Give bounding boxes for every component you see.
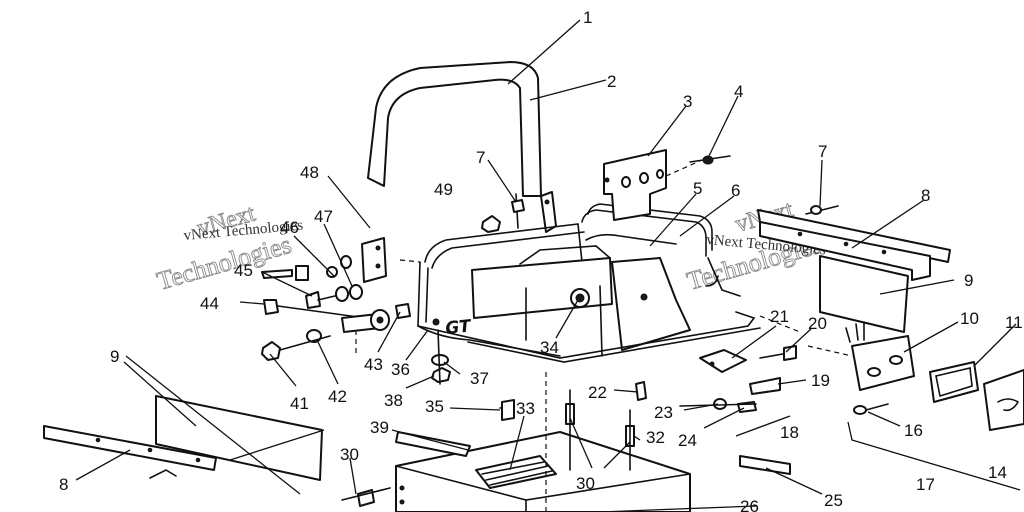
assembly-lines <box>355 159 853 512</box>
callout-34: 34 <box>540 338 559 357</box>
storage-box <box>395 431 791 512</box>
callout-1: 1 <box>583 8 592 27</box>
callout-9-right: 9 <box>964 271 973 290</box>
callout-24: 24 <box>678 431 697 450</box>
right-side-panel <box>757 209 951 333</box>
fasteners <box>261 155 839 507</box>
callout-4: 4 <box>734 82 743 101</box>
callout-37: 37 <box>470 369 489 388</box>
callout-47: 47 <box>314 207 333 226</box>
callout-35: 35 <box>425 397 444 416</box>
callout-22: 22 <box>588 383 607 402</box>
callout-21: 21 <box>770 307 789 326</box>
callout-16: 16 <box>904 421 923 440</box>
callout-39: 39 <box>370 418 389 437</box>
callout-17: 17 <box>916 475 935 494</box>
callout-18: 18 <box>780 423 799 442</box>
callout-36: 36 <box>391 360 410 379</box>
callout-45: 45 <box>234 261 253 280</box>
left-side-panel <box>43 395 323 481</box>
callout-49: 49 <box>434 180 453 199</box>
callout-25: 25 <box>824 491 843 510</box>
callout-41: 41 <box>290 394 309 413</box>
mounting-plate <box>603 149 667 221</box>
callout-19: 19 <box>811 371 830 390</box>
callout-10: 10 <box>960 309 979 328</box>
callout-30-left: 30 <box>340 445 359 464</box>
callout-42: 42 <box>328 387 347 406</box>
callout-8-left: 8 <box>59 475 68 494</box>
backrest-pad <box>367 61 557 233</box>
backrest-bracket <box>361 237 387 283</box>
callout-38: 38 <box>384 391 403 410</box>
callout-7-right: 7 <box>818 142 827 161</box>
callout-11: 11 <box>1005 313 1023 332</box>
callout-14: 14 <box>988 463 1007 482</box>
callout-5: 5 <box>693 179 702 198</box>
callout-3: 3 <box>683 92 692 111</box>
tail-light-assembly <box>845 321 1024 431</box>
callout-43: 43 <box>364 355 383 374</box>
callout-48: 48 <box>300 163 319 182</box>
callout-6: 6 <box>731 181 740 200</box>
callout-26: 26 <box>740 497 759 512</box>
decal-label: GT <box>444 316 473 339</box>
callout-9-left: 9 <box>110 347 119 366</box>
callout-7-center: 7 <box>476 148 485 167</box>
gt-decal: GT <box>432 316 473 339</box>
callout-46: 46 <box>280 218 299 237</box>
leader-lines <box>75 19 1021 512</box>
callout-44: 44 <box>200 294 219 313</box>
callout-20: 20 <box>808 314 827 333</box>
callout-30-center: 30 <box>576 474 595 493</box>
callout-32: 32 <box>646 428 665 447</box>
callout-labels: 1 2 3 4 5 6 7 7 8 8 9 9 10 11 14 16 17 1… <box>59 8 1023 512</box>
callout-2: 2 <box>607 72 616 91</box>
callout-33: 33 <box>516 399 535 418</box>
callout-8-right: 8 <box>921 186 930 205</box>
callout-23: 23 <box>654 403 673 422</box>
